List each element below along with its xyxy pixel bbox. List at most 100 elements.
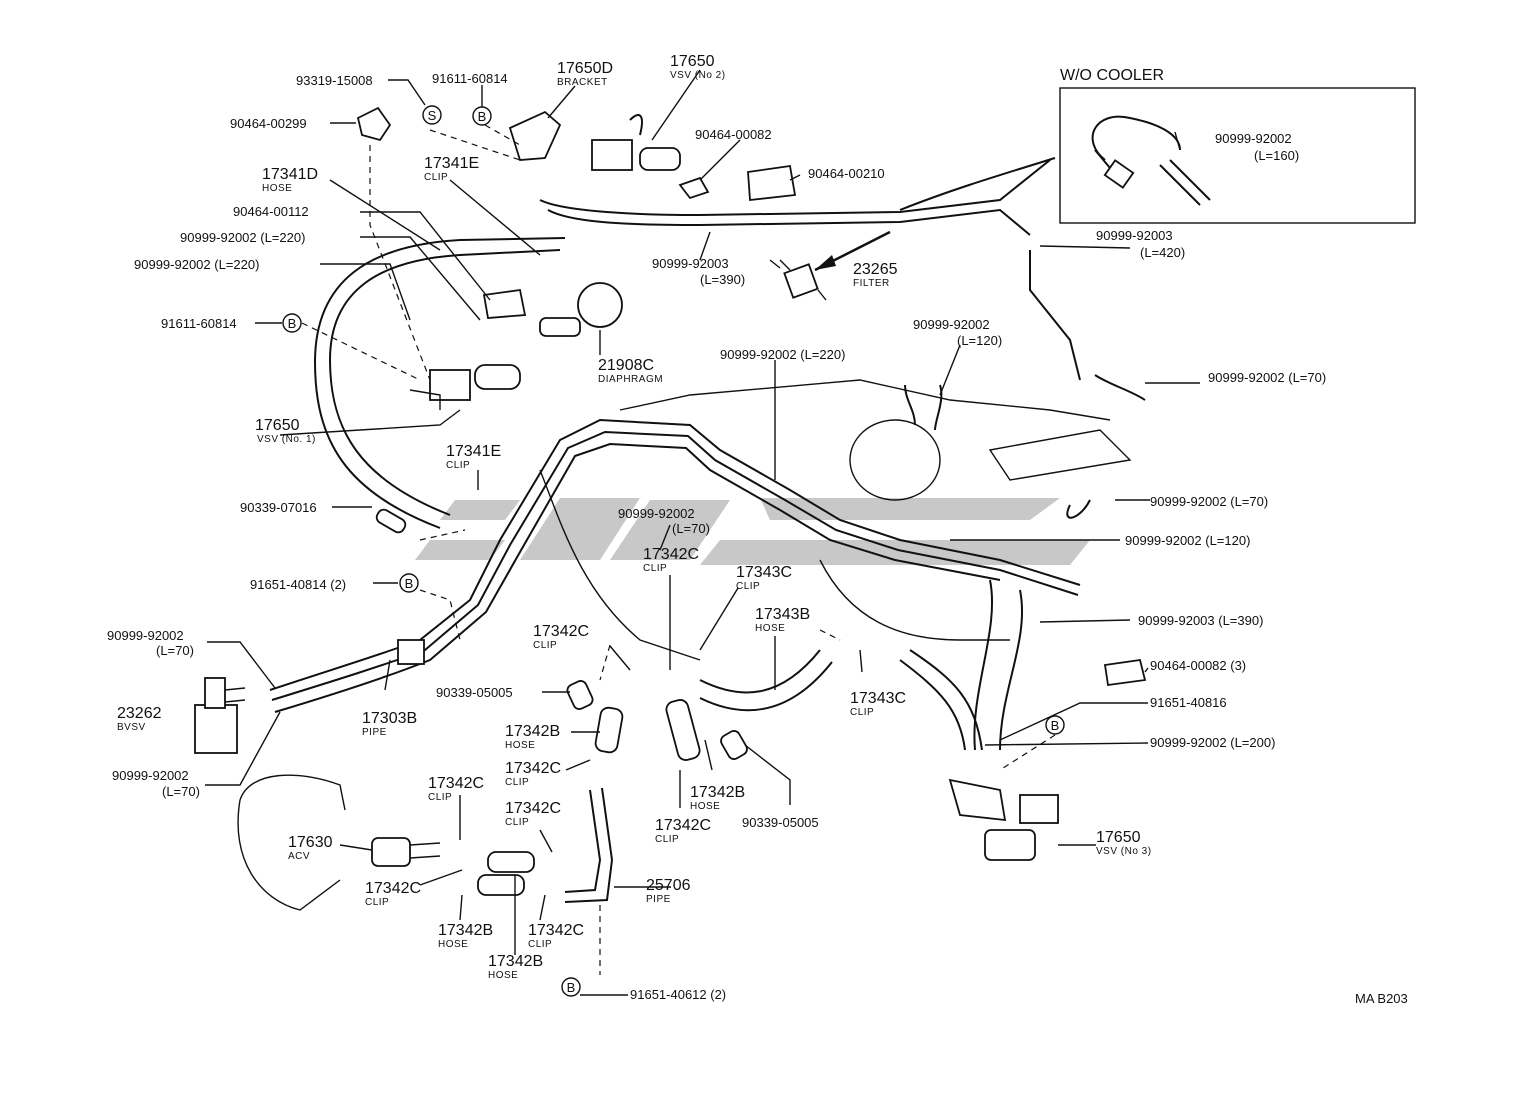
label-17342c-e: 17342C: [505, 800, 561, 817]
inset-box: [1059, 87, 1416, 224]
bracket-17650d: [508, 110, 562, 161]
svg-text:B: B: [405, 576, 414, 591]
label-17342b-c-sub: HOSE: [438, 939, 468, 950]
label-17342c-c: 17342C: [505, 760, 561, 777]
label-91651-40816: 91651-40816: [1150, 695, 1227, 710]
label-90999-92002-120-top-l: (L=120): [957, 333, 1002, 348]
label-17303b: 17303B: [362, 710, 417, 727]
label-17342b-b-sub: HOSE: [690, 801, 720, 812]
callout-b-2: B: [282, 313, 302, 333]
label-90464-00082-top: 90464-00082: [695, 127, 772, 142]
inset-title: W/O COOLER: [1060, 67, 1164, 84]
label-17342c-e-sub: CLIP: [505, 817, 529, 828]
label-17650-vsv2: 17650: [670, 53, 715, 70]
acv-17630: [237, 774, 441, 911]
label-17342c-d: 17342C: [428, 775, 484, 792]
vsv-no3: [948, 778, 1059, 861]
svg-text:B: B: [1051, 718, 1060, 733]
label-17342c-h-sub: CLIP: [528, 939, 552, 950]
label-90999-92002-70-r2: 90999-92002 (L=70): [1150, 494, 1268, 509]
callout-s-1: S: [422, 105, 442, 125]
pipe-25706: [564, 787, 614, 903]
label-17342b-a-sub: HOSE: [505, 740, 535, 751]
clip-90464-00299: [356, 106, 392, 142]
label-90999-92003-420-l: (L=420): [1140, 245, 1185, 260]
label-90999-92003-420: 90999-92003: [1096, 228, 1173, 243]
vsv-no2: [591, 114, 681, 171]
pipe-bracket-17303b: [397, 639, 425, 665]
leader-lines: [205, 69, 1200, 996]
label-17343c-b-sub: CLIP: [850, 707, 874, 718]
label-23262-sub: BVSV: [117, 722, 146, 733]
label-17342c-g-sub: CLIP: [365, 897, 389, 908]
label-17341d: 17341D: [262, 166, 318, 183]
tubes-90339-05005: [566, 680, 748, 760]
callout-b-1: B: [472, 106, 492, 126]
label-23265: 23265: [853, 261, 898, 278]
svg-text:B: B: [288, 316, 297, 331]
label-25706: 25706: [646, 877, 691, 894]
label-90999-92002-220-mid: 90999-92002 (L=220): [720, 347, 845, 362]
main-hose-loop: [328, 249, 561, 516]
label-90999-92003-390-r: 90999-92003 (L=390): [1138, 613, 1263, 628]
clip-90464-00210: [747, 164, 797, 201]
label-90339-05005-a: 90339-05005: [436, 685, 513, 700]
pipe-bundle: [269, 157, 1081, 713]
label-90999-92002-70-l1-l: (L=70): [156, 643, 194, 658]
label-17342c-f-sub: CLIP: [655, 834, 679, 845]
label-23265-sub: FILTER: [853, 278, 890, 289]
label-91611-60814-top: 91611-60814: [432, 71, 508, 86]
callout-b-4: B: [1045, 715, 1065, 735]
callout-b-3: B: [399, 573, 419, 593]
label-90999-92003-390-top-l: (L=390): [700, 272, 745, 287]
svg-text:S: S: [428, 108, 437, 123]
diagram-code: MA B203: [1355, 991, 1408, 1006]
label-90464-00082-r: 90464-00082 (3): [1150, 658, 1246, 673]
label-90999-92002-inset: 90999-92002: [1215, 131, 1292, 146]
clip-90464-00112: [482, 288, 527, 319]
label-90999-92003-390-top: 90999-92003: [652, 256, 729, 271]
label-90339-07016: 90339-07016: [240, 500, 317, 515]
label-91651-40814: 91651-40814 (2): [250, 577, 346, 592]
label-17650d-sub: BRACKET: [557, 77, 608, 88]
label-93319-15008: 93319-15008: [296, 73, 373, 88]
callout-b-5: B: [561, 977, 581, 997]
label-17650-vsv2-sub: VSV (No 2): [670, 70, 726, 81]
label-17342c-a: 17342C: [643, 546, 699, 563]
label-17342c-b-sub: CLIP: [533, 640, 557, 651]
label-17630: 17630: [288, 834, 333, 851]
label-90999-92002-70-mid: 90999-92002: [618, 506, 695, 521]
label-17343b: 17343B: [755, 606, 810, 623]
label-17343c-b: 17343C: [850, 690, 906, 707]
label-90999-92002-70-mid-l: (L=70): [672, 521, 710, 536]
label-91611-60814-left: 91611-60814: [161, 316, 237, 331]
vent-tube-90339-07016: [375, 508, 407, 534]
diaphragm-21908c: [539, 282, 623, 337]
label-17342b-b: 17342B: [690, 784, 745, 801]
svg-text:B: B: [478, 109, 487, 124]
label-90464-00210: 90464-00210: [808, 166, 885, 181]
label-17341e-mid-sub: CLIP: [446, 460, 470, 471]
label-17342c-d-sub: CLIP: [428, 792, 452, 803]
label-17342b-a: 17342B: [505, 723, 560, 740]
svg-text:B: B: [567, 980, 576, 995]
label-17343c-a-sub: CLIP: [736, 581, 760, 592]
hoses-17342b: [477, 699, 701, 896]
label-17342c-f: 17342C: [655, 817, 711, 834]
label-21908c-sub: DIAPHRAGM: [598, 374, 663, 385]
label-91651-40612: 91651-40612 (2): [630, 987, 726, 1002]
label-90339-05005-b: 90339-05005: [742, 815, 819, 830]
label-21908c: 21908C: [598, 357, 654, 374]
watermark-logo: [415, 498, 1090, 565]
label-17341d-sub: HOSE: [262, 183, 292, 194]
label-17343b-sub: HOSE: [755, 623, 785, 634]
label-90999-92002-120-r: 90999-92002 (L=120): [1125, 533, 1250, 548]
label-17342b-c: 17342B: [438, 922, 493, 939]
label-17342c-c-sub: CLIP: [505, 777, 529, 788]
label-23262: 23262: [117, 705, 162, 722]
label-90999-92002-220a: 90999-92002 (L=220): [180, 230, 305, 245]
label-17341e-mid: 17341E: [446, 443, 501, 460]
inset-hose: [1091, 115, 1211, 206]
